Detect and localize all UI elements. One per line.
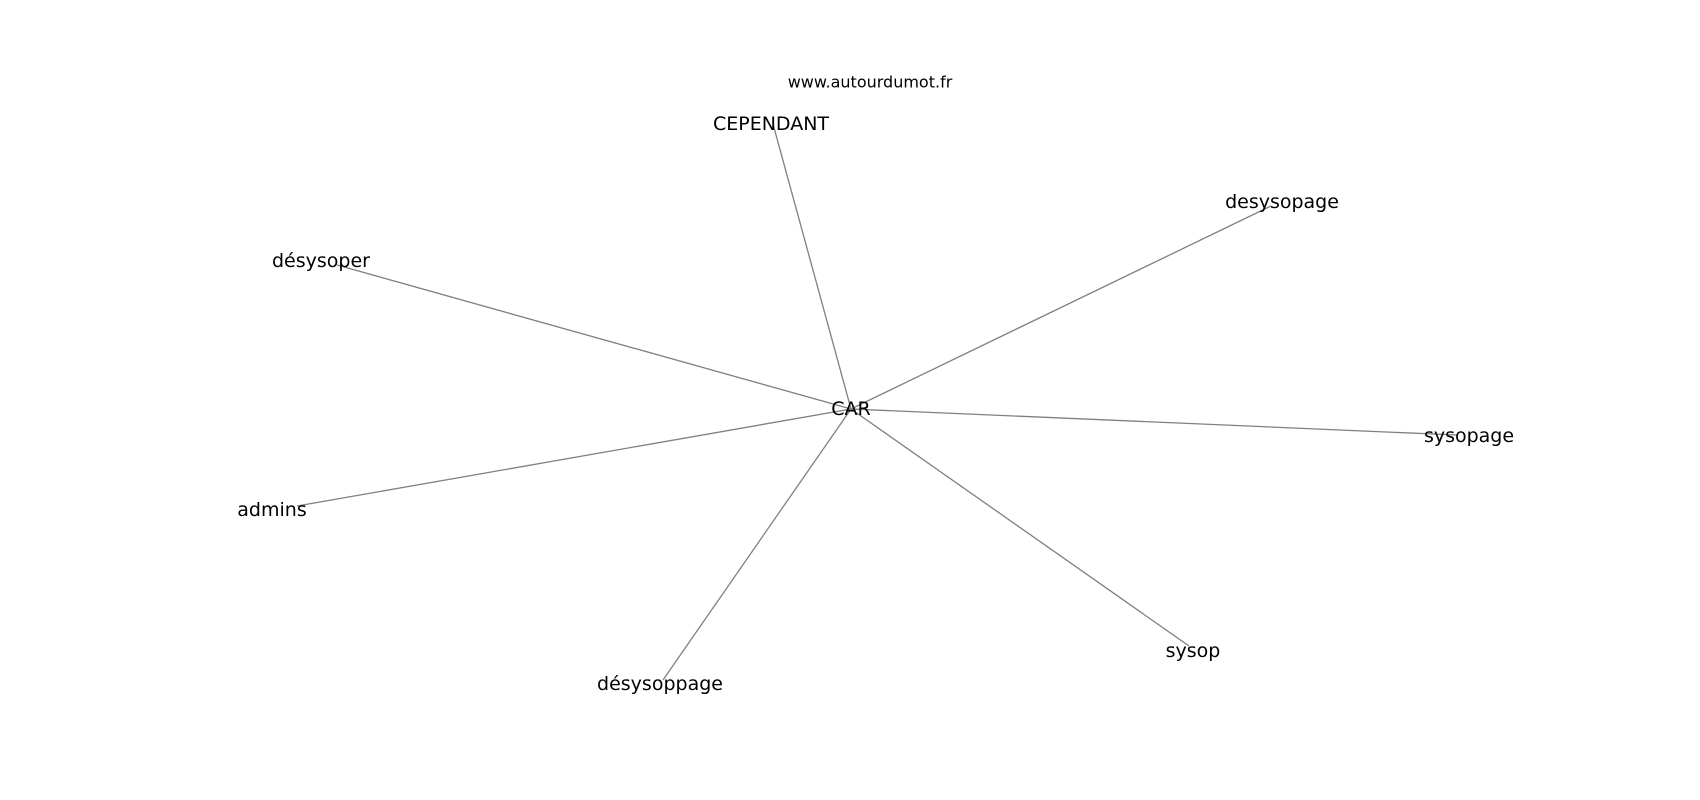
node-label-admins[interactable]: admins — [237, 499, 306, 521]
edge-car-cependant — [772, 123, 852, 410]
edge-car-desysoppage — [662, 408, 852, 681]
node-label-sysop[interactable]: sysop — [1166, 640, 1221, 662]
node-label-desysoppage[interactable]: désysoppage — [597, 673, 723, 695]
node-label-cependant[interactable]: CEPENDANT — [713, 113, 829, 135]
node-label-desysopage[interactable]: desysopage — [1225, 191, 1339, 213]
edge-car-desysopage — [850, 205, 1272, 410]
graph-labels: www.autourdumot.fr CAR CEPENDANT desysop… — [237, 73, 1514, 696]
watermark-text: www.autourdumot.fr — [788, 73, 953, 92]
node-label-center[interactable]: CAR — [831, 398, 870, 420]
graph-edges — [296, 123, 1458, 681]
edge-car-admins — [296, 408, 852, 507]
edge-car-sysopage — [850, 408, 1458, 436]
node-label-desysoper[interactable]: désysoper — [272, 250, 370, 272]
edge-car-desysoper — [336, 264, 852, 410]
node-label-sysopage[interactable]: sysopage — [1424, 425, 1514, 447]
edge-car-sysop — [850, 408, 1190, 647]
